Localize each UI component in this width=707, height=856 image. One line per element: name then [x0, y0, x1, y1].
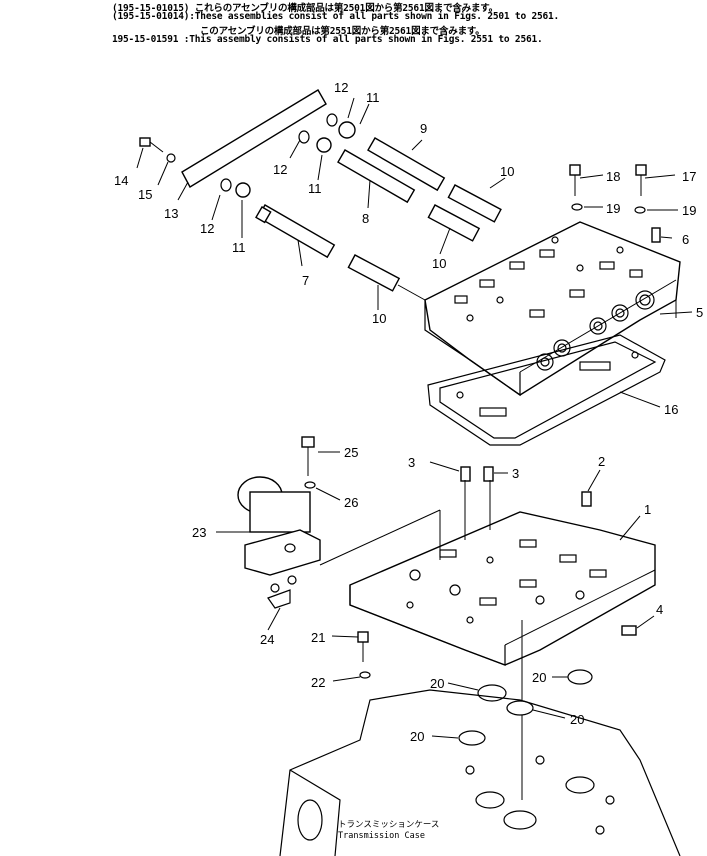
- cover-plate-13: [181, 89, 327, 188]
- callout-14: 14: [114, 173, 128, 188]
- bolt-14: [139, 137, 164, 153]
- oring-12-mid: [298, 130, 310, 144]
- bolt-25: [301, 436, 315, 476]
- oring-20-a: [477, 684, 507, 702]
- callout-16: 16: [664, 402, 678, 417]
- plug-3-right: [483, 466, 494, 482]
- callout-11-low: 11: [232, 240, 246, 255]
- washer-19-right: [634, 206, 646, 214]
- plug-11-low: [235, 182, 251, 198]
- spring-10-middle: [427, 204, 481, 242]
- callout-20-a: 20: [430, 676, 444, 691]
- callout-22: 22: [311, 675, 325, 690]
- case-label-jp: トランスミッションケース: [338, 820, 439, 830]
- callout-11-mid: 11: [308, 181, 322, 196]
- callout-17: 17: [682, 169, 696, 184]
- washer-26: [304, 481, 316, 489]
- oring-20-d: [458, 730, 486, 746]
- spring-10-lower: [347, 254, 401, 292]
- callout-10-middle: 10: [432, 256, 446, 271]
- callout-12-low: 12: [200, 221, 214, 236]
- case-label-en: Transmission Case: [338, 831, 425, 841]
- callout-26: 26: [344, 495, 358, 510]
- callout-3-left: 3: [408, 455, 415, 470]
- callout-4: 4: [656, 602, 663, 617]
- oring-12-top: [326, 113, 338, 127]
- bolt-18: [569, 164, 581, 196]
- oring-20-b: [567, 669, 593, 685]
- washer-19-left: [571, 203, 583, 211]
- plug-11-mid: [316, 137, 332, 153]
- lower-valve-body: [349, 511, 656, 666]
- callout-10-lower: 10: [372, 311, 386, 326]
- callout-24: 24: [260, 632, 274, 647]
- callout-12-mid: 12: [273, 162, 287, 177]
- callout-12-top: 12: [334, 80, 348, 95]
- bolt-17: [635, 164, 647, 196]
- spool-9: [367, 137, 446, 192]
- plug-6: [651, 227, 661, 243]
- header-notes: (195-15-01015) これらのアセンブリの構成部品は第2501図から第2…: [0, 0, 707, 48]
- callout-11-top: 11: [366, 90, 380, 105]
- callout-18: 18: [606, 169, 620, 184]
- gasket-16: [427, 334, 666, 446]
- callout-20-b: 20: [532, 670, 546, 685]
- callout-9: 9: [420, 121, 427, 136]
- plug-3-left: [460, 466, 471, 482]
- oring-12-low: [220, 178, 232, 192]
- header-line-3: このアセンブリの構成部品は第2551図から第2561図まで含みます。: [200, 26, 485, 37]
- oring-20-c: [506, 700, 534, 716]
- callout-labels: 12 11 9 10 12 11 8 12 11 7 10 10 14 15 1…: [114, 80, 703, 744]
- solenoid-23: [237, 476, 321, 609]
- leader-lines: [136, 97, 693, 800]
- callout-5: 5: [696, 305, 703, 320]
- callout-21: 21: [311, 630, 325, 645]
- upper-valve-body: [424, 221, 681, 397]
- callout-20-c: 20: [570, 712, 584, 727]
- callout-19-left: 19: [606, 201, 620, 216]
- header-line-2: (195-15-01014):These assemblies consist …: [112, 11, 560, 22]
- washer-15: [166, 153, 176, 163]
- callout-23: 23: [192, 525, 206, 540]
- callout-8: 8: [362, 211, 369, 226]
- callout-3-right: 3: [512, 466, 519, 481]
- bolt-21: [357, 631, 369, 662]
- callout-10-upper: 10: [500, 164, 514, 179]
- callout-7: 7: [302, 273, 309, 288]
- spool-8: [337, 149, 416, 204]
- spool-7: [255, 204, 336, 259]
- washer-22: [359, 671, 371, 679]
- header-line-4: 195-15-01591 :This assembly consists of …: [112, 34, 543, 45]
- plug-11-top: [338, 121, 356, 139]
- callout-1: 1: [644, 502, 651, 517]
- plug-4: [621, 625, 637, 636]
- callout-2: 2: [598, 454, 605, 469]
- callout-20-d: 20: [410, 729, 424, 744]
- callout-6: 6: [682, 232, 689, 247]
- spring-10-upper: [447, 184, 502, 223]
- header-line-1: (195-15-01015) これらのアセンブリの構成部品は第2501図から第2…: [112, 3, 498, 14]
- transmission-case: [279, 689, 681, 856]
- callout-25: 25: [344, 445, 358, 460]
- callout-19-right: 19: [682, 203, 696, 218]
- callout-15: 15: [138, 187, 152, 202]
- callout-13: 13: [164, 206, 178, 221]
- plug-2: [581, 491, 592, 507]
